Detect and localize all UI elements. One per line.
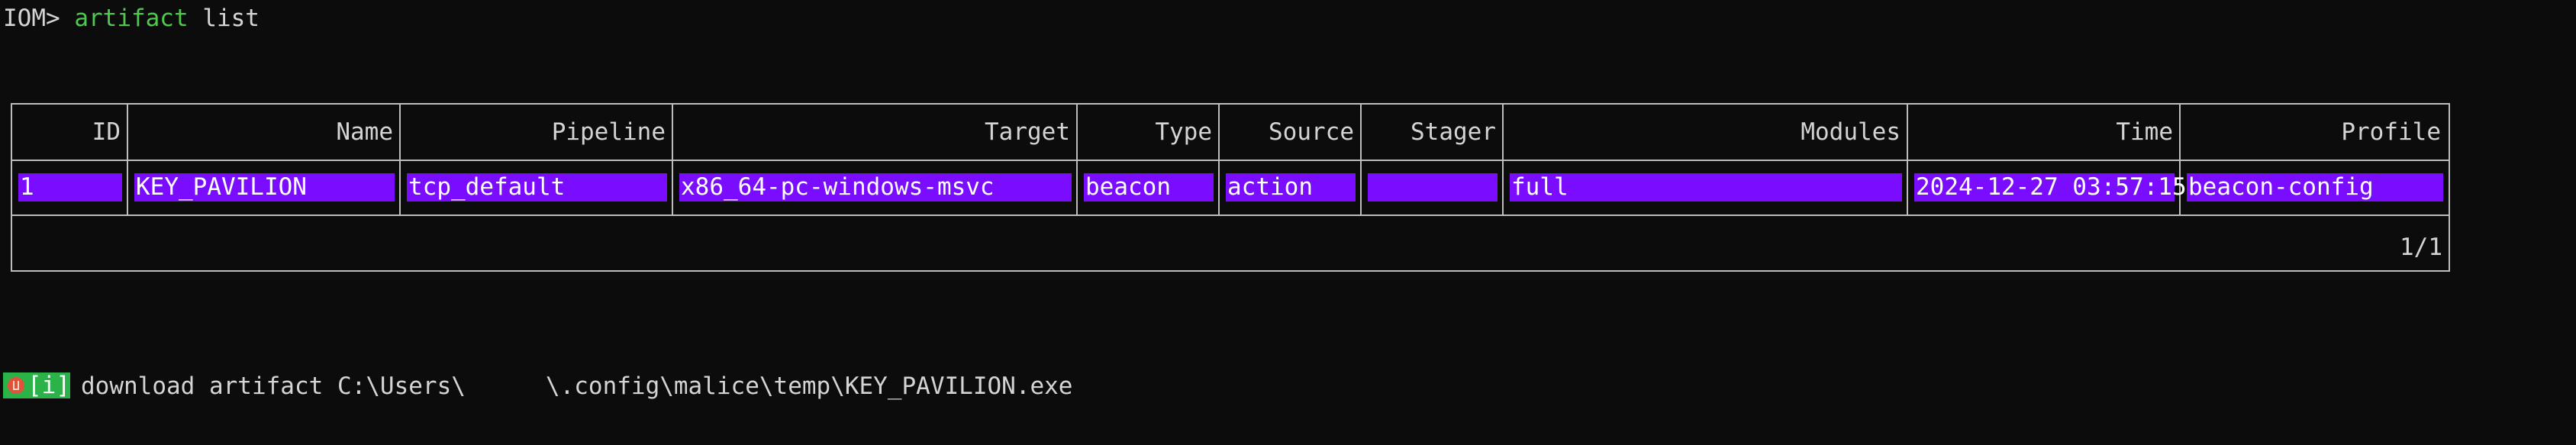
command-argument: list xyxy=(202,5,260,32)
column-header-pipeline: Pipeline xyxy=(551,118,666,146)
column-header-id: ID xyxy=(92,118,121,146)
column-divider xyxy=(2179,105,2181,214)
page-indicator: 1/1 xyxy=(2400,234,2442,261)
column-divider xyxy=(1502,105,1504,214)
column-header-type: Type xyxy=(1155,118,1212,146)
cell-source[interactable]: action xyxy=(1226,173,1356,202)
column-header-profile: Profile xyxy=(2341,118,2441,146)
row-divider xyxy=(12,214,2449,216)
info-badge: [i] xyxy=(3,372,70,398)
column-divider xyxy=(127,105,128,214)
command-line: IOM> artifact list xyxy=(3,7,260,31)
column-header-target: Target xyxy=(985,118,1070,146)
cell-modules[interactable]: full xyxy=(1510,173,1902,202)
column-divider xyxy=(1360,105,1362,214)
cell-time[interactable]: 2024-12-27 03:57:15 xyxy=(1914,173,2187,202)
cell-stager[interactable] xyxy=(1368,173,1498,202)
prompt-label: IOM> xyxy=(3,5,60,32)
artifact-table: ID Name Pipeline Target Type Source Stag… xyxy=(11,103,2450,272)
column-header-name: Name xyxy=(336,118,393,146)
column-divider xyxy=(1218,105,1220,214)
command-name: artifact xyxy=(74,5,189,32)
column-header-modules: Modules xyxy=(1801,118,1901,146)
header-divider xyxy=(12,160,2449,161)
column-header-stager: Stager xyxy=(1411,118,1496,146)
status-message: download artifact C:\Users\\.config\mali… xyxy=(81,372,1073,400)
cell-pipeline[interactable]: tcp_default xyxy=(407,173,667,202)
column-header-source: Source xyxy=(1269,118,1354,146)
column-header-time: Time xyxy=(2116,118,2173,146)
info-badge-label: [i] xyxy=(27,371,70,399)
cell-id[interactable]: 1 xyxy=(18,173,122,202)
cell-profile[interactable]: beacon-config xyxy=(2187,173,2443,202)
cell-type[interactable]: beacon xyxy=(1084,173,1214,202)
cell-name[interactable]: KEY_PAVILION xyxy=(134,173,395,202)
status-line: [i] download artifact C:\Users\\.config\… xyxy=(0,372,1073,401)
column-divider xyxy=(1076,105,1078,214)
malice-logo-icon xyxy=(8,377,24,394)
cell-target[interactable]: x86_64-pc-windows-msvc xyxy=(679,173,1072,202)
column-divider xyxy=(399,105,401,214)
column-divider xyxy=(1907,105,1908,214)
column-divider xyxy=(672,105,673,214)
